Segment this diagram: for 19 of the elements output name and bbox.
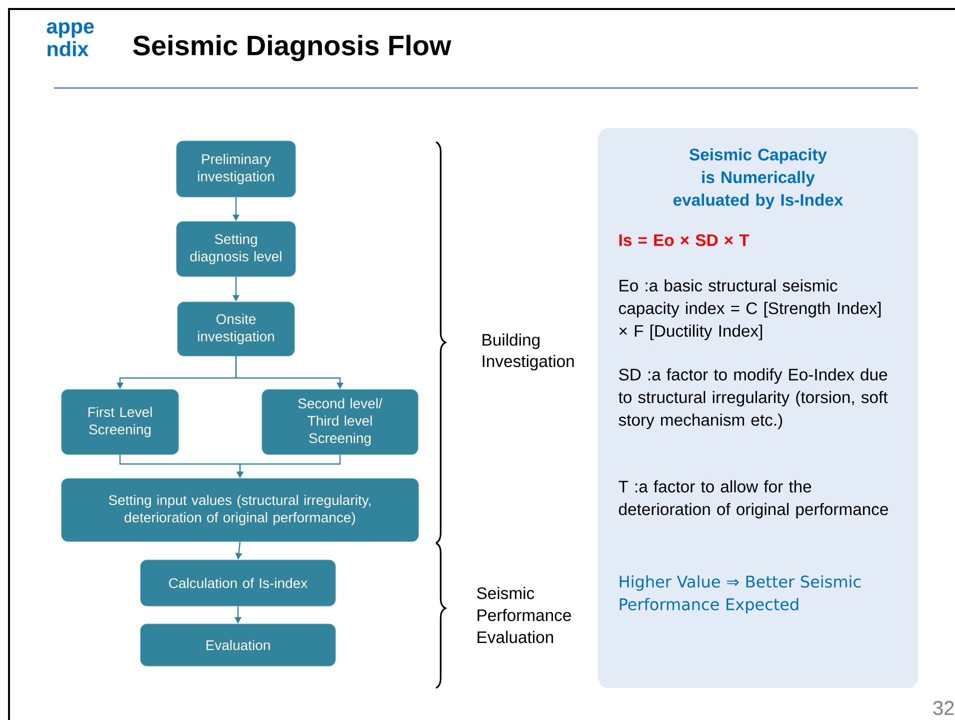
process-box: First Level Screening: [61, 389, 179, 455]
bracket-label: Seismic Performance Evaluation: [477, 586, 571, 644]
panel-heading: Seismic Capacity is Numerically evaluated by Is-Index: [673, 148, 844, 210]
process-box: Calculation of Is-index: [140, 560, 336, 606]
bracket-label: Building Investigation: [482, 334, 574, 370]
slide-title: Seismic Diagnosis Flow: [133, 34, 452, 62]
definition-text: T :a factor to allow for the deterioration of original performance: [618, 480, 888, 518]
section-tag: appe ndix: [46, 22, 94, 56]
process-box: Onsite investigation: [177, 302, 295, 356]
process-box: Setting diagnosis level: [176, 221, 296, 277]
process-box: Evaluation: [140, 624, 336, 666]
definition-text: Eo :a basic structural seismic capacity index = C [Strength Index] × F [Ductility Index]: [619, 279, 881, 340]
definition-text: SD :a factor to modify Eo-Index due to structural irregularity (torsion, soft story mechanism etc.): [618, 368, 888, 430]
formula: Is = Eo × SD × T: [619, 234, 750, 246]
process-box: Second level/ Third level Screening: [262, 389, 418, 455]
process-box: Setting input values (structural irregularity, deterioration of original performance): [61, 478, 419, 542]
note-text: Higher Value ⇒ Better Seismic Performance Expected: [620, 575, 861, 614]
process-box: Preliminary investigation: [176, 140, 296, 198]
page-number: 32: [933, 700, 954, 716]
